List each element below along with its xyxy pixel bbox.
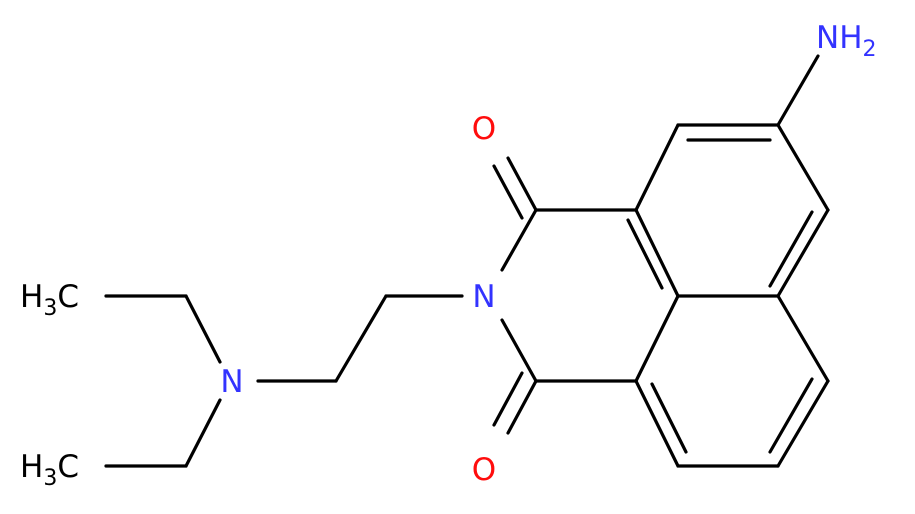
bond-c8-c3-inner — [626, 218, 664, 290]
bonds — [104, 54, 830, 468]
amine-nh-label: NH2 — [816, 20, 877, 62]
tertiary-nitrogen-label: N — [220, 364, 243, 400]
bond-c8-c3 — [634, 208, 680, 298]
imide-nitrogen-label: N — [472, 279, 495, 315]
bond-c2-n2 — [500, 318, 538, 383]
bond-c5-nh2 — [776, 54, 820, 127]
bond-n-ch2-bottom — [184, 398, 222, 468]
amine-subscript: 2 — [863, 37, 877, 62]
methyl-top-label: H3C — [20, 279, 79, 321]
bond-c12-c7 — [776, 294, 830, 383]
bond-c1-o-a — [506, 156, 538, 212]
bond-c9-c10 — [634, 379, 680, 468]
bond-c6-c7 — [776, 208, 830, 298]
bond-n-ch2-top — [184, 294, 222, 364]
bond-c8-c9 — [634, 294, 680, 383]
methyl-top-subscript: 3 — [43, 296, 57, 321]
atom-labels: NH2 O O N N H3C H3C — [20, 20, 877, 491]
methyl-bottom-label: H3C — [20, 449, 79, 491]
bond-c5-c6 — [776, 123, 830, 212]
bond-c1-o-b — [492, 164, 524, 220]
oxygen-top-label: O — [472, 111, 496, 147]
bond-c1-n2 — [500, 208, 538, 272]
bond-c11-c12-inner — [768, 377, 814, 454]
bond-c2-o-b — [492, 371, 524, 427]
oxygen-bottom-label: O — [472, 452, 496, 488]
bond-c3-c4 — [634, 123, 680, 212]
bond-ch2-ch2 — [334, 294, 388, 383]
bond-c2-o-a — [506, 379, 538, 435]
bond-c11-c12 — [776, 379, 830, 468]
bond-c9-c10-inner — [650, 382, 688, 454]
methyl-bottom-subscript: 3 — [43, 466, 57, 491]
bond-c6-c7-inner — [768, 210, 814, 288]
